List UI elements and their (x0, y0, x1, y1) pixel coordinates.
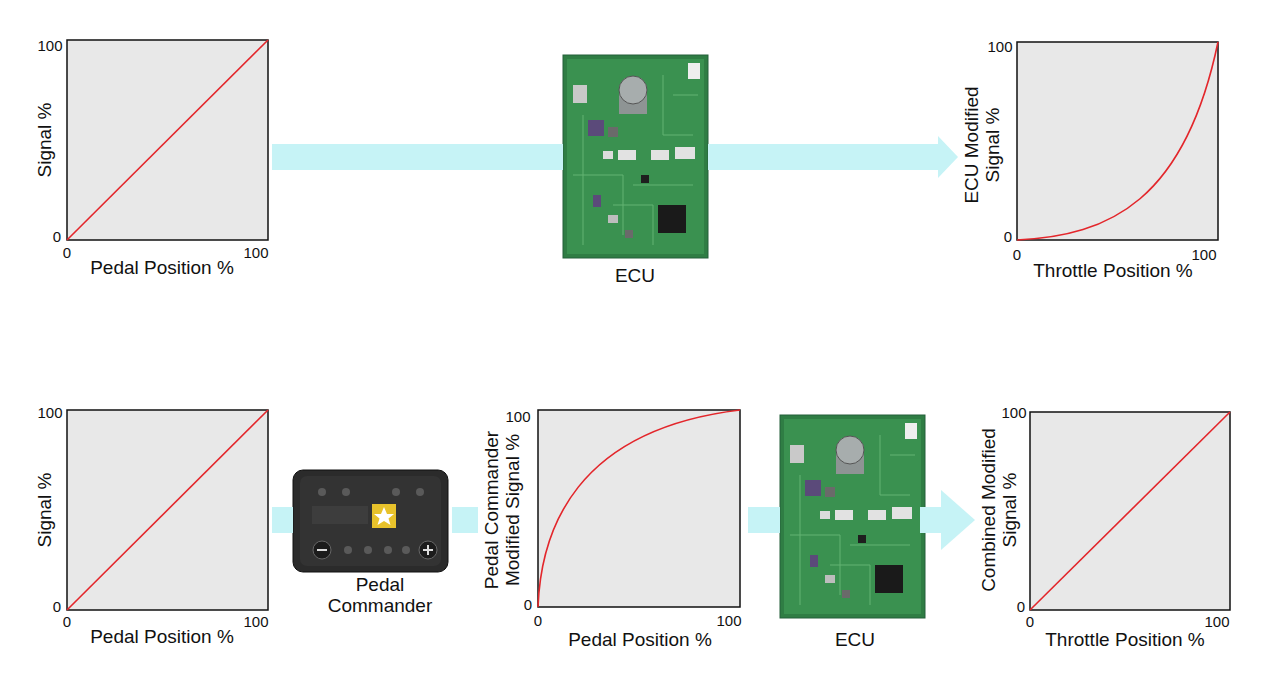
minus-sign (317, 549, 327, 551)
tick-label: 0 (524, 597, 532, 614)
signal-chart: 10000100Pedal Commander Modified Signal … (478, 400, 748, 652)
signal-chart: 10000100Combined Modified Signal %Thrott… (975, 400, 1240, 652)
tick-label: 100 (1191, 247, 1216, 264)
axis-title: ECU Modified Signal % (962, 75, 1004, 215)
curve (67, 410, 268, 610)
axis-title: Signal % (35, 103, 56, 178)
axis-title: Signal % (35, 473, 56, 548)
ecu-board (780, 415, 925, 618)
device-face (300, 476, 441, 566)
ecu-board (563, 55, 708, 258)
axis-title: Combined Modified Signal % (979, 425, 1021, 595)
node-label: ECU (615, 266, 655, 287)
led (384, 546, 392, 554)
curve (67, 40, 268, 240)
curve (1017, 42, 1218, 240)
pedal-commander: Pedal Commander (293, 465, 452, 619)
signal-flow-band (272, 520, 293, 521)
tick-label: 0 (53, 229, 61, 246)
led (344, 546, 352, 554)
plot-area (538, 410, 740, 607)
signal-chart (1030, 412, 1230, 610)
signal-chart (67, 40, 268, 240)
plot-area (1030, 412, 1230, 610)
device-body (293, 470, 448, 572)
signal-flow-band (272, 157, 563, 158)
signal-flow-band (452, 520, 478, 521)
tick-label: 100 (505, 409, 530, 426)
band (920, 507, 941, 533)
signal-chart (538, 410, 740, 607)
led (402, 546, 410, 554)
tick-label: 0 (63, 614, 71, 631)
led (392, 488, 400, 496)
arrowhead (941, 490, 975, 550)
led (364, 546, 372, 554)
tick-label: 100 (37, 405, 62, 422)
axis-title: Pedal Commander Modified Signal % (482, 415, 524, 605)
signal-flow-band (748, 520, 780, 521)
tick-label: 0 (1013, 247, 1021, 264)
signal-chart: 10000100Signal %Pedal Position % (25, 30, 272, 282)
logo-plate (312, 506, 368, 524)
tick-label: 100 (243, 245, 268, 262)
node-label: Pedal Position % (90, 258, 234, 279)
band (272, 507, 293, 533)
ecu-unit: ECU (563, 52, 708, 292)
band (452, 507, 478, 533)
signal-chart: 10000100ECU Modified Signal %Throttle Po… (958, 30, 1240, 285)
node-label: Throttle Position % (1045, 630, 1204, 651)
arrowhead (938, 136, 958, 178)
curve (1030, 412, 1230, 610)
led (318, 488, 326, 496)
node-label: Pedal Position % (90, 627, 234, 648)
tick-label: 100 (37, 38, 62, 55)
tick-label: 0 (534, 613, 542, 630)
node-label: Pedal Position % (568, 630, 712, 651)
band (748, 507, 780, 533)
curve (538, 410, 740, 607)
signal-flow-band (708, 136, 958, 178)
band (272, 144, 563, 170)
plus-sign (427, 545, 429, 555)
tick-label: 0 (1017, 599, 1025, 616)
tick-label: 100 (987, 39, 1012, 56)
tick-label: 100 (1204, 614, 1229, 631)
tick-label: 100 (243, 614, 268, 631)
signal-flow-band (920, 490, 975, 550)
tick-label: 100 (1001, 405, 1026, 422)
node-label: ECU (835, 630, 875, 651)
node-label: Pedal Commander (310, 575, 450, 617)
signal-chart (1017, 42, 1218, 240)
star (374, 507, 394, 525)
led (416, 488, 424, 496)
minus-button (313, 541, 331, 559)
tick-label: 0 (63, 245, 71, 262)
signal-chart (67, 410, 268, 610)
node-label: Throttle Position % (1033, 261, 1192, 282)
signal-chart: 10000100Signal %Pedal Position % (25, 400, 272, 650)
plus-button (419, 541, 437, 559)
pedal-commander-device (285, 470, 448, 572)
tick-label: 0 (1026, 614, 1034, 631)
plot-area (1017, 42, 1218, 240)
led (342, 488, 350, 496)
tick-label: 0 (1004, 229, 1012, 246)
plot-area (67, 410, 268, 610)
tick-label: 100 (716, 613, 741, 630)
band (708, 144, 938, 170)
plot-area (67, 40, 268, 240)
ecu-unit: ECU (780, 410, 920, 655)
tick-label: 0 (53, 599, 61, 616)
star-badge (372, 504, 396, 528)
